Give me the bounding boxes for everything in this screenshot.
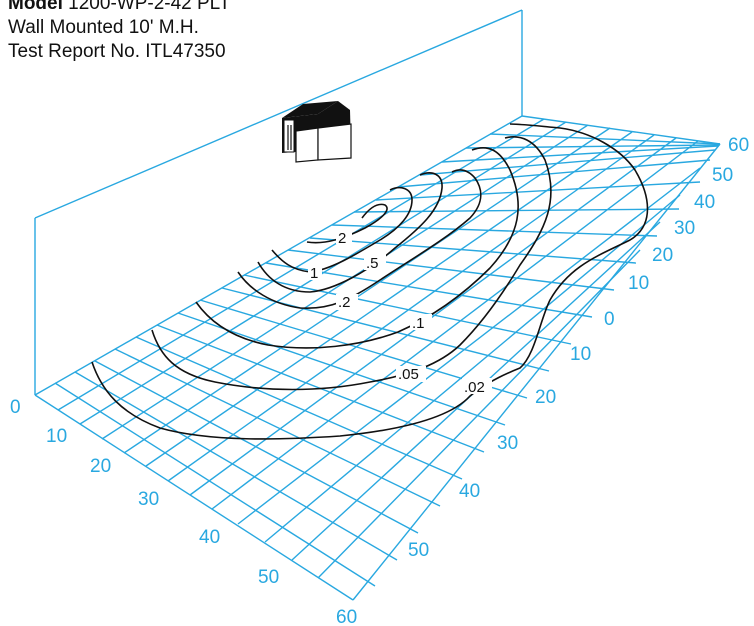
- contour-label-05: .5: [366, 255, 379, 272]
- right-axis-tick: 30: [497, 433, 518, 454]
- contour-label-2: 2: [338, 230, 346, 247]
- right-axis-tick: 30: [674, 218, 695, 239]
- contour-005: [151, 136, 552, 391]
- mounting-line: Wall Mounted 10' M.H.: [8, 17, 199, 38]
- report-line: Test Report No. ITL47350: [8, 41, 226, 62]
- right-axis-tick: 40: [459, 481, 480, 502]
- contour-2: [306, 203, 388, 244]
- contour-label-1: 1: [310, 265, 318, 282]
- right-axis-tick: 10: [628, 273, 649, 294]
- contour-02-inner: [237, 169, 482, 310]
- model-line: Model 1200-WP-2-42 PLT: [8, 0, 230, 16]
- contour-5: [257, 172, 443, 293]
- right-axis-tick: 20: [535, 387, 556, 408]
- model-label: Model: [8, 0, 63, 14]
- left-axis-tick: 50: [258, 567, 279, 588]
- header: Model 1200-WP-2-42 PLT Wall Mounted 10' …: [8, 0, 230, 64]
- contour-1: [271, 186, 413, 273]
- contour-01: [195, 146, 519, 349]
- left-axis-tick: 20: [90, 456, 111, 477]
- contour-label-005: .05: [398, 366, 419, 383]
- contour-002: [91, 123, 649, 440]
- model-number: 1200-WP-2-42 PLT: [68, 0, 231, 14]
- right-axis-tick: 40: [694, 192, 715, 213]
- contour-label-002: .02: [464, 379, 485, 396]
- contour-label-02-inner: .2: [338, 294, 351, 311]
- contour-label-01: .1: [412, 315, 425, 332]
- left-axis-labels: 0 10 20 30 40 50 60: [10, 397, 357, 626]
- right-axis-tick: 50: [712, 165, 733, 186]
- right-axis-labels: 60 50 40 30 20 10 0 10 20 30 40 50: [408, 135, 749, 561]
- left-axis-tick: 0: [10, 397, 21, 418]
- wall-plane: [34, 9, 523, 395]
- floor-grid: [34, 115, 721, 601]
- right-axis-tick: 20: [652, 245, 673, 266]
- left-axis-tick: 30: [138, 489, 159, 510]
- right-axis-tick: 50: [408, 540, 429, 561]
- left-axis-tick: 60: [336, 607, 357, 626]
- right-axis-tick: 10: [570, 344, 591, 365]
- right-axis-tick: 0: [604, 309, 615, 330]
- contour-labels: 2 1 .5 .2 .1 .05 .02: [308, 228, 492, 396]
- right-axis-tick: 60: [728, 135, 749, 156]
- wall-pack-fixture-icon: [282, 101, 352, 163]
- left-axis-tick: 40: [199, 527, 220, 548]
- left-axis-tick: 10: [46, 426, 67, 447]
- contour-lines: [91, 123, 649, 440]
